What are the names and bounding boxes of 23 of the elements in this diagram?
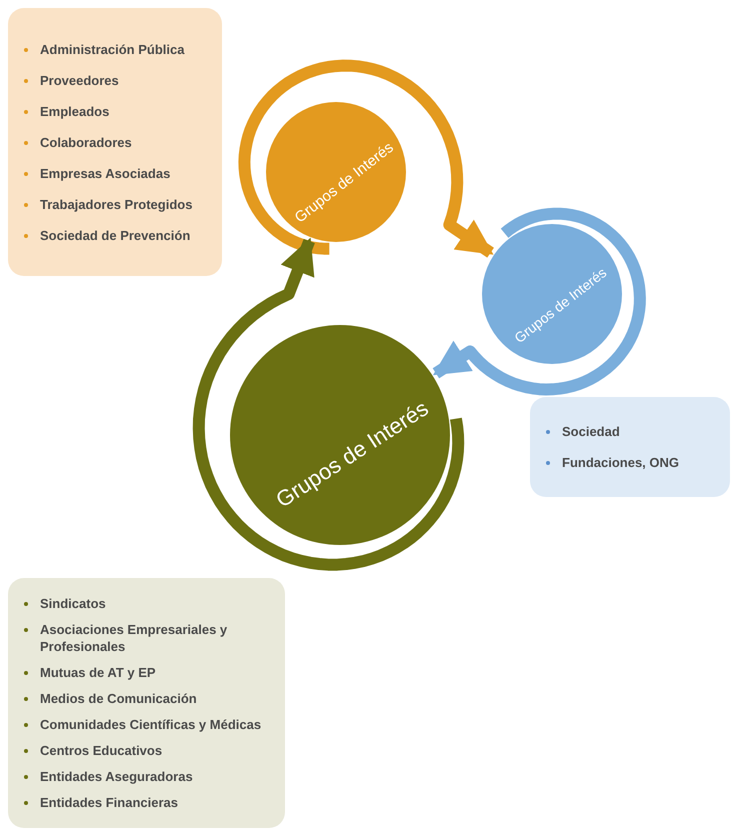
circular-arrow <box>432 208 646 396</box>
list-item: Sociedad <box>562 423 620 440</box>
list-item: Fundaciones, ONG <box>562 454 680 471</box>
list-item: Mutuas de AT y EP <box>40 664 156 681</box>
list-panel <box>530 397 730 497</box>
list-item: Sociedad de Prevención <box>40 226 190 244</box>
list-item: Medios de Comunicación <box>40 690 197 707</box>
list-item: Empresas Asociadas <box>40 164 170 182</box>
circular-arrow <box>192 238 464 571</box>
list-item: Comunidades Científicas y Médicas <box>40 716 262 733</box>
list-item: Centros Educativos <box>40 742 162 759</box>
list-item: Administración Pública <box>40 40 184 58</box>
list-item: Asociaciones Empresariales y Profesionales <box>40 621 228 655</box>
list-panel <box>8 8 222 276</box>
list-item: Empleados <box>40 102 110 120</box>
list-item: Entidades Aseguradoras <box>40 768 193 785</box>
list-item: Colaboradores <box>40 134 132 150</box>
list-item: Proveedores <box>40 72 119 88</box>
list-panel <box>8 578 285 828</box>
list-item: Sindicatos <box>40 595 106 612</box>
list-item: Trabajadores Protegidos <box>40 196 192 212</box>
circular-arrow <box>238 60 494 258</box>
list-item: Entidades Financieras <box>40 794 178 811</box>
